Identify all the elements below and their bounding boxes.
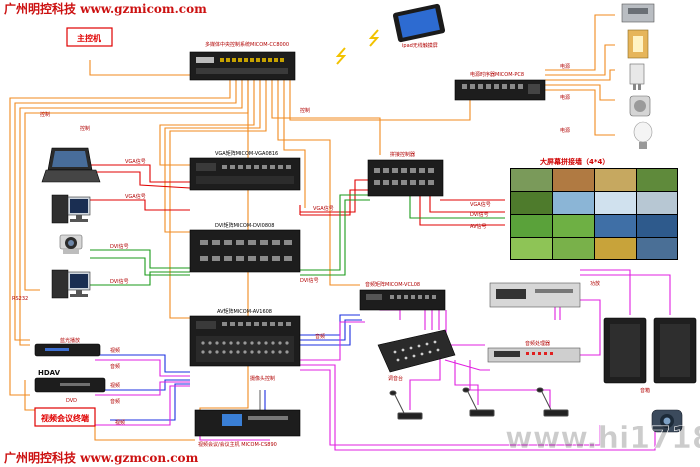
projector [621,3,655,23]
audio-label-2: 音频 [110,398,120,405]
power-sequencer: 电源时序器MICOM-PC8 [454,71,546,101]
desktop-pc-2 [51,269,91,299]
vga-signal-label-4: VGA信号 [470,201,491,208]
speakers-label: 音箱 [640,387,650,394]
header-top: 广州明控科技 www.gzmicom.com [4,1,207,16]
bluray-label: 蓝光播放 [60,337,80,344]
mixer-label: 调音台 [388,375,403,382]
ptz-camera [651,409,683,433]
video-wall-title: 大屏幕拼接墙（4*4） [540,157,609,166]
dvi-signal-label-4: DVI信号 [470,211,489,218]
audio-label-1: 音频 [110,363,120,370]
cam-ctrl-label: 摄像头控制 [250,375,275,382]
tablet-label: ipad无线触摸屏 [402,42,438,49]
host-box[interactable]: 主控机 [66,27,113,47]
av-matrix-label: AV矩阵MICOM-AV1608 [217,308,272,315]
audio-matrix: 音频矩阵MICOM-VCL08 [359,281,446,311]
watermark: www.hi1718.com [505,421,700,456]
header-bottom: 广州明控科技 www.gzmcon.com [4,450,199,465]
vga-signal-label-2: VGA信号 [125,193,146,200]
dvi-matrix-label: DVI矩阵MICOM-DVI0808 [215,222,274,229]
video-wall: 大屏幕拼接墙（4*4） [510,157,678,260]
wire-labels: VGA信号 VGA信号 VGA信号 VGA信号 DVI信号 DVI信号 DVI信… [12,63,570,426]
main-controller-label: 多媒体中央控制系统MICOM-CC8000 [205,41,289,48]
wires-orange [9,14,615,441]
vga-signal-label-1: VGA信号 [125,158,146,165]
video-label-2: 视频 [110,382,120,389]
host-box-label: 主控机 [77,33,101,43]
video-label-1: 视频 [110,347,120,354]
vga-matrix: VGA矩阵MICOM-VGA0816 [189,150,301,191]
amplifier: 功放 [489,280,600,308]
splicer-label: 拼接控制器 [390,151,415,158]
bluray-player: 蓝光播放 [34,337,101,357]
camera [59,234,83,254]
dvi-matrix: DVI矩阵MICOM-DVI0808 [189,222,301,273]
conference-host: 视频会议/会议主机 MICOM-CS890 [194,409,301,448]
fan-device [629,95,651,117]
vga-matrix-label: VGA矩阵MICOM-VGA0816 [215,150,278,157]
av-signal-label-1: AV信号 [470,223,487,230]
videoconf-box-label: 视频会议终端 [41,413,89,423]
speaker-right: 音箱 [640,317,697,394]
power-sequencer-label: 电源时序器MICOM-PC8 [470,71,524,78]
plug-device [629,63,645,90]
control-label-2: 控制 [40,111,50,118]
splicer-controller: 拼接控制器 [367,151,444,197]
amplifier-label: 功放 [590,280,600,287]
av-matrix: AV矩阵MICOM-AV1608 [189,308,301,367]
light-bulb [633,121,653,149]
mixer: 调音台 [377,329,456,382]
dvi-signal-label-3: DVI信号 [300,277,319,284]
vga-signal-label-3: VGA信号 [313,205,334,212]
dvd-player: HDAV DVD [34,369,106,404]
conference-host-label: 视频会议/会议主机 MICOM-CS890 [198,441,277,448]
audio-processor-label: 音频处理器 [525,340,550,347]
dvi-signal-label-1: DVI信号 [110,243,129,250]
curtain-lamp [627,29,649,59]
power-label-4: 电源 [560,127,570,134]
speaker-left [603,317,647,384]
dvd-label: DVD [66,398,77,404]
wireless-signal-icon [335,29,380,65]
wires-magenta [95,269,671,451]
control-label-3: 控制 [80,125,90,132]
rs232-label: RS232 [12,296,28,302]
wires-green [90,194,505,286]
main-controller: 多媒体中央控制系统MICOM-CC8000 [189,41,296,81]
tablet: ipad无线触摸屏 [392,3,446,49]
video-label-3: 视频 [115,419,125,426]
power-label-2: 电源 [560,63,570,70]
audio-label-3: 音频 [315,333,325,340]
microphones [389,387,569,420]
audio-processor: 音频处理器 [487,340,581,363]
dvi-signal-label-2: DVI信号 [110,278,129,285]
videoconf-box[interactable]: 视频会议终端 [34,407,96,427]
desktop-pc-1 [51,194,91,224]
power-label-3: 电源 [560,94,570,101]
audio-matrix-label: 音频矩阵MICOM-VCL08 [365,281,420,288]
wires-red [90,164,505,226]
laptop [41,147,101,183]
control-label-1: 控制 [300,107,310,114]
dvd-brand-label: HDAV [38,369,61,377]
